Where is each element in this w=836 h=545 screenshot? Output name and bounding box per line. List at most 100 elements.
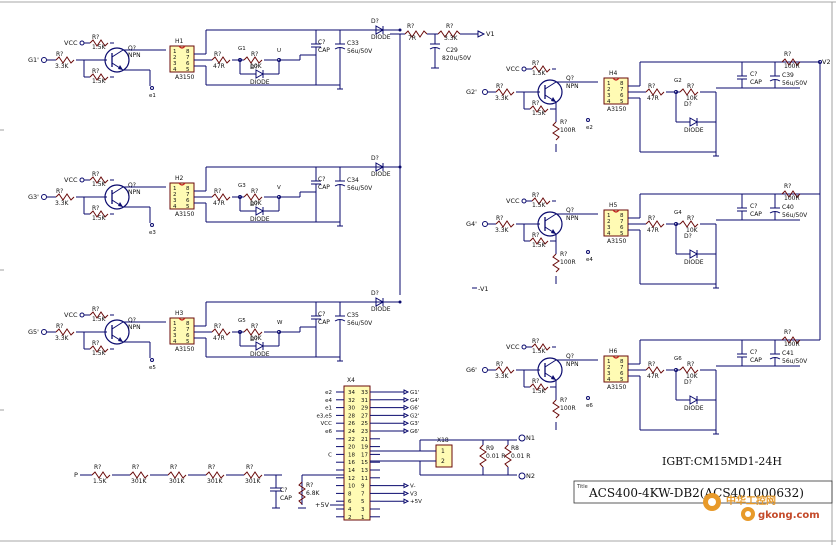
gate-terminal: [482, 367, 488, 373]
chip-pin: 1: [607, 213, 611, 219]
r-ser-ref: R?: [214, 188, 221, 195]
r-ser: [211, 193, 231, 201]
top-c29-ref: C29: [446, 47, 458, 54]
x4-right-label: V3: [410, 491, 418, 497]
chain-resistor: [205, 471, 225, 479]
x18-pin2: 2: [441, 458, 445, 465]
x4-right-pin: 27: [361, 413, 368, 419]
x4-right-pin: 25: [361, 421, 368, 427]
r-ser: [645, 220, 665, 228]
r-in: [55, 56, 75, 64]
gate-terminal: [482, 221, 488, 227]
g-label: G6: [674, 356, 682, 362]
r-g-val: 10K: [686, 227, 699, 234]
title-label: Title: [576, 484, 588, 490]
x4-left-pin: 10: [348, 484, 355, 490]
chain-r-val: 301K: [169, 478, 185, 485]
connector-x4-name: X4: [347, 377, 355, 384]
chip-pin: 2: [173, 327, 177, 333]
chip-pin: 7: [620, 365, 624, 371]
chip-pin: 5: [186, 339, 190, 345]
chip-pin: 4: [607, 231, 611, 237]
r-out-val: 100R: [784, 341, 800, 348]
chip-ref: H6: [609, 348, 618, 355]
r-bot-val: 1.5K: [532, 110, 547, 117]
x4-left-label: e1: [325, 406, 332, 412]
x18-pin1: 1: [441, 448, 445, 455]
x4-right-pin: 33: [361, 390, 368, 396]
top-r1-val: 7R: [408, 35, 416, 42]
d-in-ref: D?: [684, 233, 692, 240]
r-ser-ref: R?: [648, 215, 655, 222]
bottom-c-ref: C?: [280, 487, 287, 494]
r-e-ref: R?: [560, 119, 567, 126]
chip-pin: 6: [620, 371, 624, 377]
r-g-val: 10K: [250, 63, 263, 70]
chip-pin: 8: [186, 49, 190, 55]
r-bot-ref: R?: [532, 232, 539, 239]
x4-right-pin: 1: [361, 515, 365, 521]
c-cap-lbl: CAP: [318, 184, 330, 191]
r-in: [55, 193, 75, 201]
r-g: [679, 220, 699, 228]
x4-left-pin: 32: [348, 398, 355, 404]
watermark-site: gkong.com: [758, 510, 820, 521]
chip-pin: 5: [620, 99, 624, 105]
r-e-ref: R?: [560, 251, 567, 258]
r-in-val: 3.3K: [495, 227, 510, 234]
r-top-val: 1.5K: [92, 316, 107, 323]
x4-left-pin: 28: [348, 413, 355, 419]
gate-terminal: [482, 89, 488, 95]
c-cap-lbl: CAP: [750, 79, 762, 86]
r-in-val: 3.3K: [55, 200, 70, 207]
x4-right-pin: 29: [361, 406, 368, 412]
x4-right-pin: 5: [361, 499, 365, 505]
r-ser: [211, 56, 231, 64]
x4-left-pin: 20: [348, 445, 355, 451]
npn-transistor-icon: [104, 184, 130, 210]
net-n2: N2: [526, 472, 535, 480]
c-el-val: 56u/50V: [782, 80, 808, 87]
chip-pin: 1: [173, 321, 177, 327]
x4-right-pin: 31: [361, 398, 368, 404]
q-ref: Q?: [566, 75, 574, 82]
r-out-ref: R?: [784, 51, 791, 58]
r-bot: [89, 73, 109, 81]
chip-pin: 5: [186, 67, 190, 73]
r-g-ref: R?: [687, 361, 694, 368]
x4-left-label: VCC: [321, 421, 333, 427]
diode-symbol: [689, 395, 699, 405]
r-g: [243, 56, 263, 64]
npn-transistor-icon: [537, 357, 563, 383]
chain-resistor: [129, 471, 149, 479]
chip-pin: 7: [186, 327, 190, 333]
npn-transistor-icon: [104, 47, 130, 73]
c-cap-lbl: CAP: [750, 211, 762, 218]
q-ref: Q?: [128, 317, 136, 324]
diode-symbol: [375, 162, 385, 172]
x4-left-pin: 4: [348, 507, 352, 513]
x4-right-pin: 7: [361, 491, 365, 497]
diode-symbol: [255, 69, 265, 79]
gate-terminal: [41, 329, 47, 335]
r-top-ref: R?: [92, 171, 99, 178]
n1-terminal: [518, 434, 526, 442]
r-out-ref: R?: [784, 329, 791, 336]
d-in-lbl: DIODE: [684, 127, 704, 134]
chain-r-val: 301K: [131, 478, 147, 485]
gate-label: G2': [466, 88, 477, 96]
r-e-val: 100R: [560, 259, 576, 266]
r-e: [552, 399, 560, 419]
chip-pin: 4: [173, 339, 177, 345]
chain-r-ref: R?: [246, 464, 253, 471]
watermark-logo: 中华工控网 gkong.com: [703, 493, 820, 521]
r-g-val: 10K: [686, 95, 699, 102]
x4-right-label: V-: [410, 484, 415, 490]
r-ser-val: 47R: [213, 63, 225, 70]
top-c29-val: 820u/50V: [442, 55, 472, 62]
emitter-pin-label: e6: [586, 403, 593, 409]
r-top: [531, 65, 551, 73]
